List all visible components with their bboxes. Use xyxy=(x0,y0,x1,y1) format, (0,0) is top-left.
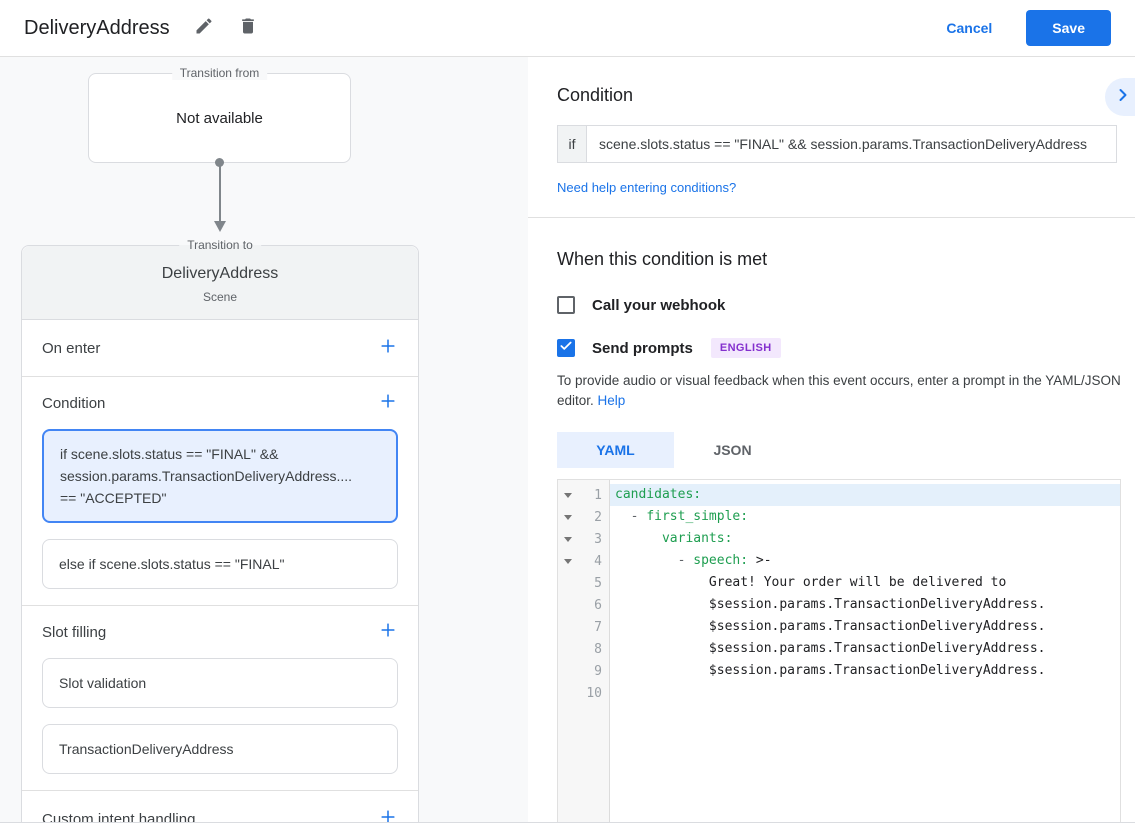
code-line: candidates: xyxy=(610,484,1120,506)
code-line: $session.params.TransactionDeliveryAddre… xyxy=(615,619,1046,634)
connector-line xyxy=(219,165,221,222)
scene-name: DeliveryAddress xyxy=(161,265,279,282)
line-number: 9 xyxy=(594,663,602,679)
line-number: 8 xyxy=(594,641,602,657)
top-bar: DeliveryAddress Cancel Save xyxy=(0,0,1135,57)
line-number: 3 xyxy=(594,531,602,547)
transition-from-value: Not available xyxy=(176,109,263,127)
editor-code-area[interactable]: candidates: - first_simple: variants: - … xyxy=(610,480,1120,824)
call-webhook-checkbox[interactable] xyxy=(557,296,575,314)
line-number: 2 xyxy=(594,509,602,525)
slot-filling-section: Slot filling Slot validation Transaction… xyxy=(22,606,418,791)
connector-dot xyxy=(215,158,224,167)
line-number: 4 xyxy=(594,553,602,569)
yaml-code-editor[interactable]: 1 2 3 4 5 6 7 8 9 10 candidates: - first_simple: … xyxy=(557,479,1121,825)
condition-expression-input[interactable] xyxy=(587,125,1117,163)
on-enter-section: On enter xyxy=(22,320,418,377)
condition-detail-panel: Condition if Need help entering conditio… xyxy=(528,57,1135,827)
page-title: DeliveryAddress xyxy=(24,16,170,39)
condition-card[interactable]: else if scene.slots.status == "FINAL" xyxy=(42,539,398,589)
transition-to-card: Transition to DeliveryAddress Scene On e… xyxy=(21,238,419,827)
code-line: $session.params.TransactionDeliveryAddre… xyxy=(615,641,1046,656)
code-line: $session.params.TransactionDeliveryAddre… xyxy=(615,597,1046,612)
tab-yaml[interactable]: YAML xyxy=(557,432,674,468)
condition-section: Condition if scene.slots.status == "FINA… xyxy=(22,377,418,606)
fold-toggle-icon[interactable] xyxy=(558,536,578,542)
condition-card-selected[interactable]: if scene.slots.status == "FINAL" && sess… xyxy=(42,429,398,523)
send-prompts-checkbox[interactable] xyxy=(557,339,575,357)
plus-icon xyxy=(378,807,398,827)
send-prompts-row: Send prompts ENGLISH xyxy=(557,338,1135,358)
edit-title-button[interactable] xyxy=(194,16,214,41)
fold-toggle-icon[interactable] xyxy=(558,558,578,564)
transition-to-legend: Transition to xyxy=(179,238,261,252)
on-enter-label: On enter xyxy=(42,339,101,357)
scene-type-label: Scene xyxy=(202,290,238,304)
plus-icon xyxy=(378,391,398,416)
panel-divider xyxy=(528,217,1135,218)
fold-toggle-icon[interactable] xyxy=(558,492,578,498)
add-custom-intent-button[interactable] xyxy=(378,807,398,827)
trash-icon xyxy=(238,16,258,41)
help-link[interactable]: Help xyxy=(597,393,626,408)
prompt-help-text: To provide audio or visual feedback when… xyxy=(557,371,1122,411)
line-number: 10 xyxy=(586,685,602,701)
line-number: 1 xyxy=(594,487,602,503)
when-condition-met-title: When this condition is met xyxy=(557,249,768,269)
transition-from-box: Transition from Not available xyxy=(88,66,351,163)
delete-scene-button[interactable] xyxy=(238,16,258,41)
pencil-icon xyxy=(194,16,214,41)
line-number: 7 xyxy=(594,619,602,635)
if-prefix-label: if xyxy=(557,125,587,163)
code-line: - speech: >- xyxy=(677,553,772,568)
tab-json[interactable]: JSON xyxy=(713,442,752,458)
fold-toggle-icon[interactable] xyxy=(558,514,578,520)
bottom-scroll-edge xyxy=(0,822,1135,827)
add-condition-button[interactable] xyxy=(378,391,398,416)
plus-icon xyxy=(378,620,398,645)
panel-title: Condition xyxy=(557,85,634,105)
editor-format-tabs: YAML JSON xyxy=(557,432,1135,468)
save-button[interactable]: Save xyxy=(1026,10,1111,46)
slot-validation-card[interactable]: Slot validation xyxy=(42,658,398,708)
plus-icon xyxy=(378,336,398,361)
line-number: 5 xyxy=(594,575,602,591)
slot-filling-label: Slot filling xyxy=(42,623,107,641)
code-line: $session.params.TransactionDeliveryAddre… xyxy=(615,663,1046,678)
condition-expression-row: if xyxy=(557,125,1117,163)
webhook-row: Call your webhook xyxy=(557,296,1135,314)
send-prompts-label: Send prompts xyxy=(592,339,693,357)
main-area: Transition from Not available Transition… xyxy=(0,57,1135,827)
add-on-enter-button[interactable] xyxy=(378,336,398,361)
code-line: Great! Your order will be delivered to xyxy=(615,575,1007,590)
prompt-help-body: To provide audio or visual feedback when… xyxy=(557,373,1121,408)
code-line xyxy=(610,682,1120,704)
cancel-button[interactable]: Cancel xyxy=(946,20,993,36)
scene-flow-panel: Transition from Not available Transition… xyxy=(0,57,528,827)
check-icon xyxy=(559,339,573,358)
language-badge: ENGLISH xyxy=(710,338,781,358)
conditions-help-link[interactable]: Need help entering conditions? xyxy=(557,180,737,195)
add-slot-button[interactable] xyxy=(378,620,398,645)
chevron-right-icon xyxy=(1113,85,1133,110)
line-number: 6 xyxy=(594,597,602,613)
connector-arrowhead-icon xyxy=(214,221,226,232)
condition-label: Condition xyxy=(42,394,106,412)
code-line: variants: xyxy=(661,531,733,546)
slot-card[interactable]: TransactionDeliveryAddress xyxy=(42,724,398,774)
scene-card-header: DeliveryAddress Scene xyxy=(22,246,418,320)
transition-from-legend: Transition from xyxy=(171,66,268,80)
collapse-panel-button[interactable] xyxy=(1105,78,1135,116)
call-webhook-label: Call your webhook xyxy=(592,296,726,314)
editor-gutter: 1 2 3 4 5 6 7 8 9 10 xyxy=(558,480,610,824)
code-line: - first_simple: xyxy=(630,509,749,524)
